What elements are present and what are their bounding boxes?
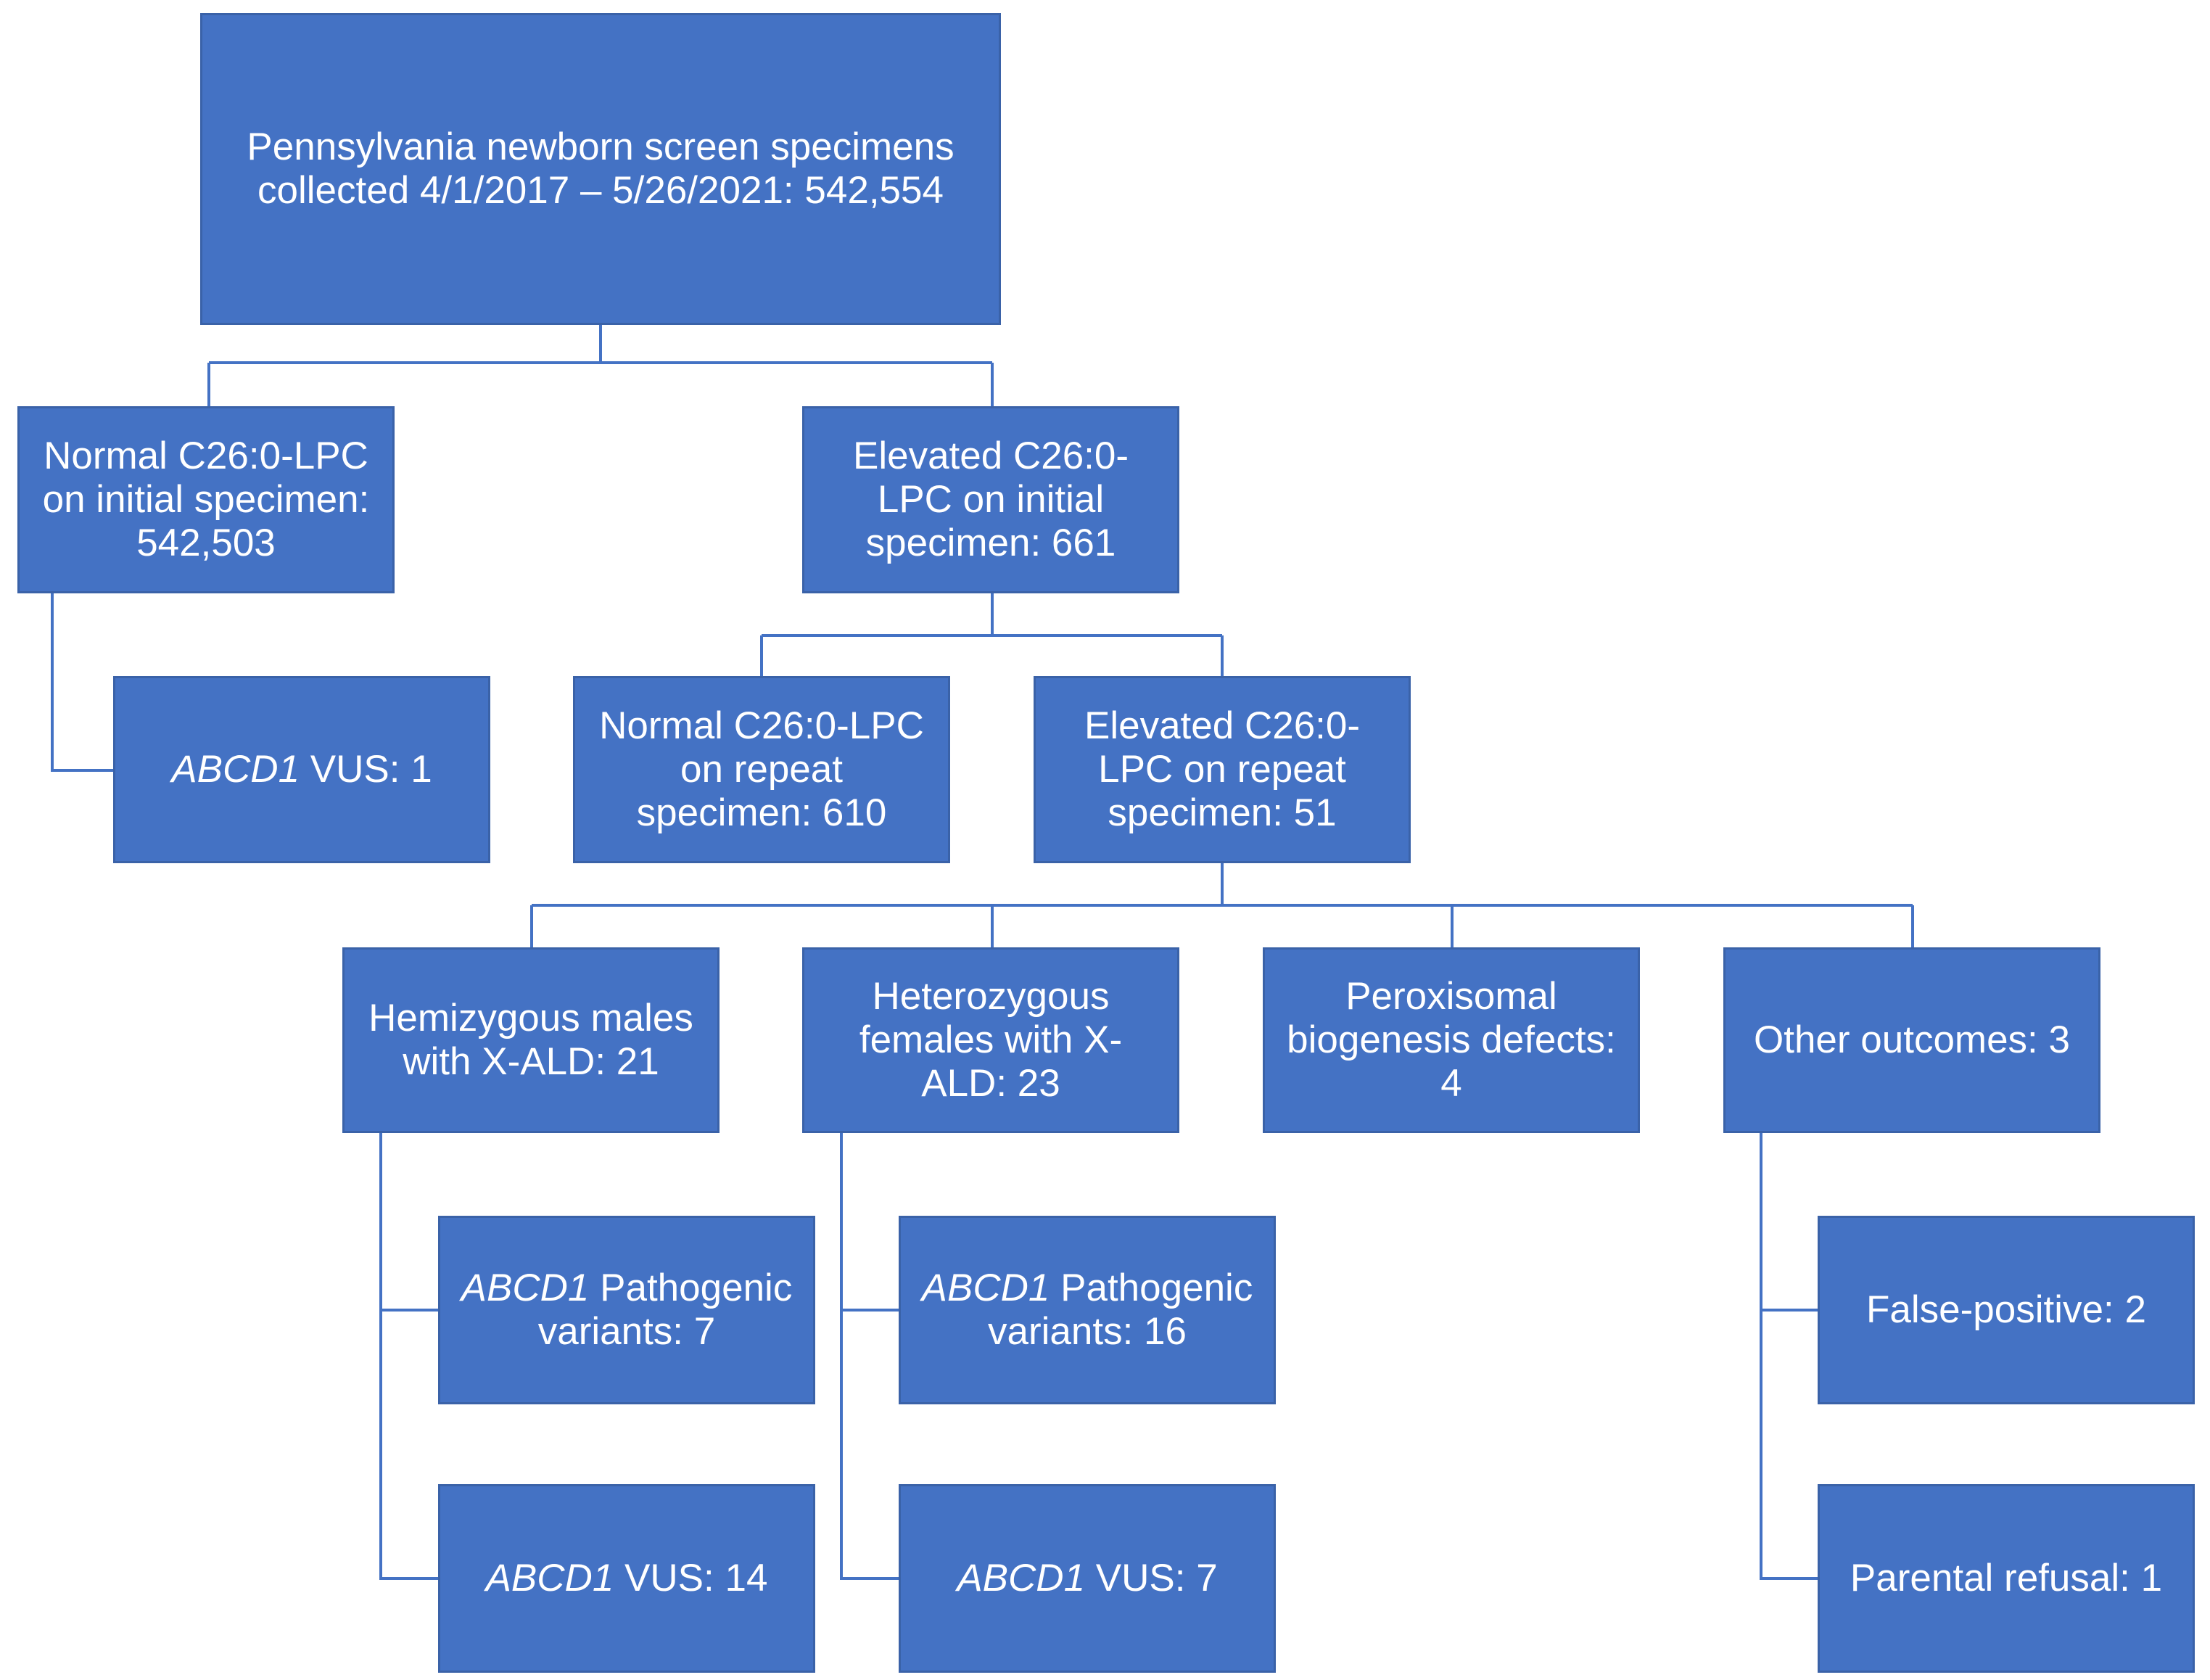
- root-line-2: collected 4/1/2017 – 5/26/2021: 542,554: [257, 169, 944, 212]
- elevated-initial-line-2: LPC on initial: [877, 478, 1105, 521]
- vus-initial-box: ABCD1 VUS: 1: [113, 676, 490, 863]
- normal-repeat-line-1: Normal C26:0-LPC: [599, 704, 924, 747]
- peroxisomal-box: Peroxisomal biogenesis defects: 4: [1263, 947, 1640, 1133]
- other-outcomes-box: Other outcomes: 3: [1723, 947, 2100, 1133]
- hemi-pathogenic-line-2: variants: 7: [537, 1310, 716, 1353]
- elevated-repeat-line-2: LPC on repeat: [1098, 748, 1346, 791]
- hemizygous-box: Hemizygous males with X-ALD: 21: [342, 947, 720, 1133]
- root-box: Pennsylvania newborn screen specimens co…: [200, 13, 1001, 325]
- normal-initial-line-1: Normal C26:0-LPC: [44, 435, 368, 477]
- parental-refusal-line: Parental refusal: 1: [1850, 1557, 2163, 1599]
- connector-normal-initial-vus: [51, 593, 113, 772]
- normal-repeat-line-2: on repeat: [680, 748, 843, 791]
- hemi-pathogenic-line-1: ABCD1 Pathogenic: [461, 1267, 793, 1310]
- false-positive-line: False-positive: 2: [1866, 1288, 2146, 1331]
- normal-repeat-line-3: specimen: 610: [636, 791, 887, 834]
- root-line-1: Pennsylvania newborn screen specimens: [247, 125, 954, 168]
- het-vus-box: ABCD1 VUS: 7: [899, 1484, 1276, 1673]
- elevated-repeat-box: Elevated C26:0- LPC on repeat specimen: …: [1034, 676, 1411, 863]
- normal-repeat-box: Normal C26:0-LPC on repeat specimen: 610: [573, 676, 950, 863]
- hemizygous-line-1: Hemizygous males: [368, 997, 693, 1039]
- elevated-repeat-line-3: specimen: 51: [1108, 791, 1337, 834]
- connector-heterozygous: [840, 1133, 899, 1580]
- gene-name: ABCD1: [171, 748, 300, 791]
- het-pathogenic-line-1: ABCD1 Pathogenic: [922, 1267, 1253, 1310]
- het-pathogenic-text: Pathogenic: [1050, 1267, 1253, 1309]
- gene-name: ABCD1: [461, 1267, 590, 1309]
- gene-name: ABCD1: [921, 1267, 1050, 1309]
- het-pathogenic-box: ABCD1 Pathogenic variants: 16: [899, 1216, 1276, 1404]
- connector-other: [1760, 1133, 1818, 1580]
- normal-initial-line-2: on initial specimen:: [42, 478, 370, 521]
- het-pathogenic-line-2: variants: 16: [988, 1310, 1187, 1353]
- normal-initial-box: Normal C26:0-LPC on initial specimen: 54…: [17, 406, 395, 593]
- heterozygous-box: Heterozygous females with X- ALD: 23: [802, 947, 1179, 1133]
- het-vus-text: VUS: 7: [1085, 1557, 1218, 1599]
- hemi-pathogenic-text: Pathogenic: [589, 1267, 793, 1309]
- connector-hemizygous: [379, 1133, 438, 1580]
- other-outcomes-line: Other outcomes: 3: [1754, 1018, 2070, 1061]
- vus-initial-text: VUS: 1: [300, 748, 432, 791]
- hemi-vus-text: VUS: 14: [614, 1557, 768, 1599]
- normal-initial-line-3: 542,503: [136, 522, 276, 564]
- peroxisomal-line-3: 4: [1440, 1062, 1462, 1105]
- gene-name: ABCD1: [957, 1557, 1086, 1599]
- gene-name: ABCD1: [485, 1557, 614, 1599]
- hemi-vus-box: ABCD1 VUS: 14: [438, 1484, 815, 1673]
- false-positive-box: False-positive: 2: [1818, 1216, 2195, 1404]
- heterozygous-line-2: females with X-: [859, 1018, 1123, 1061]
- elevated-repeat-line-1: Elevated C26:0-: [1084, 704, 1361, 747]
- heterozygous-line-1: Heterozygous: [872, 975, 1110, 1018]
- vus-initial-line: ABCD1 VUS: 1: [171, 748, 432, 791]
- parental-refusal-box: Parental refusal: 1: [1818, 1484, 2195, 1673]
- elevated-initial-box: Elevated C26:0- LPC on initial specimen:…: [802, 406, 1179, 593]
- hemi-pathogenic-box: ABCD1 Pathogenic variants: 7: [438, 1216, 815, 1404]
- elevated-initial-line-1: Elevated C26:0-: [852, 435, 1129, 477]
- hemizygous-line-2: with X-ALD: 21: [403, 1040, 659, 1083]
- heterozygous-line-3: ALD: 23: [921, 1062, 1060, 1105]
- elevated-initial-line-3: specimen: 661: [865, 522, 1116, 564]
- hemi-vus-line: ABCD1 VUS: 14: [486, 1557, 768, 1600]
- het-vus-line: ABCD1 VUS: 7: [957, 1557, 1217, 1600]
- peroxisomal-line-1: Peroxisomal: [1345, 975, 1557, 1018]
- peroxisomal-line-2: biogenesis defects:: [1287, 1018, 1616, 1061]
